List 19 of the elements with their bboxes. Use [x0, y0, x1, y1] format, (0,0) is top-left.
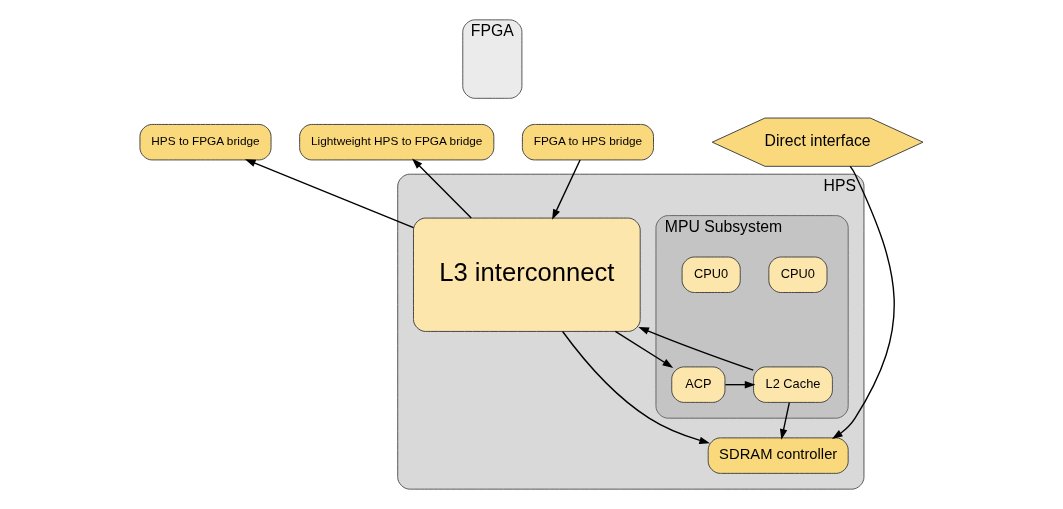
node-box: FPGA to HPS bridge — [521, 123, 654, 161]
node-box: Lightweight HPS to FPGA bridge — [299, 123, 495, 161]
node-box: CPU0 — [681, 256, 741, 293]
node-box: CPU0 — [768, 256, 828, 293]
arrow — [561, 330, 710, 444]
arrow — [779, 402, 790, 440]
node-box: HPS to FPGA bridge — [139, 123, 272, 161]
arrow — [724, 380, 756, 389]
arrow — [244, 159, 415, 229]
node-box: SDRAM controller — [707, 437, 849, 474]
arrow — [412, 158, 472, 219]
node-box: ACP — [671, 366, 726, 403]
arrow — [638, 326, 754, 371]
node-box: L2 Cache — [753, 366, 833, 403]
arrow — [614, 330, 674, 368]
arrow — [552, 159, 581, 220]
arrow — [832, 165, 895, 439]
node-box: FPGA — [462, 19, 523, 99]
node-box: L3 interconnect — [413, 217, 641, 332]
